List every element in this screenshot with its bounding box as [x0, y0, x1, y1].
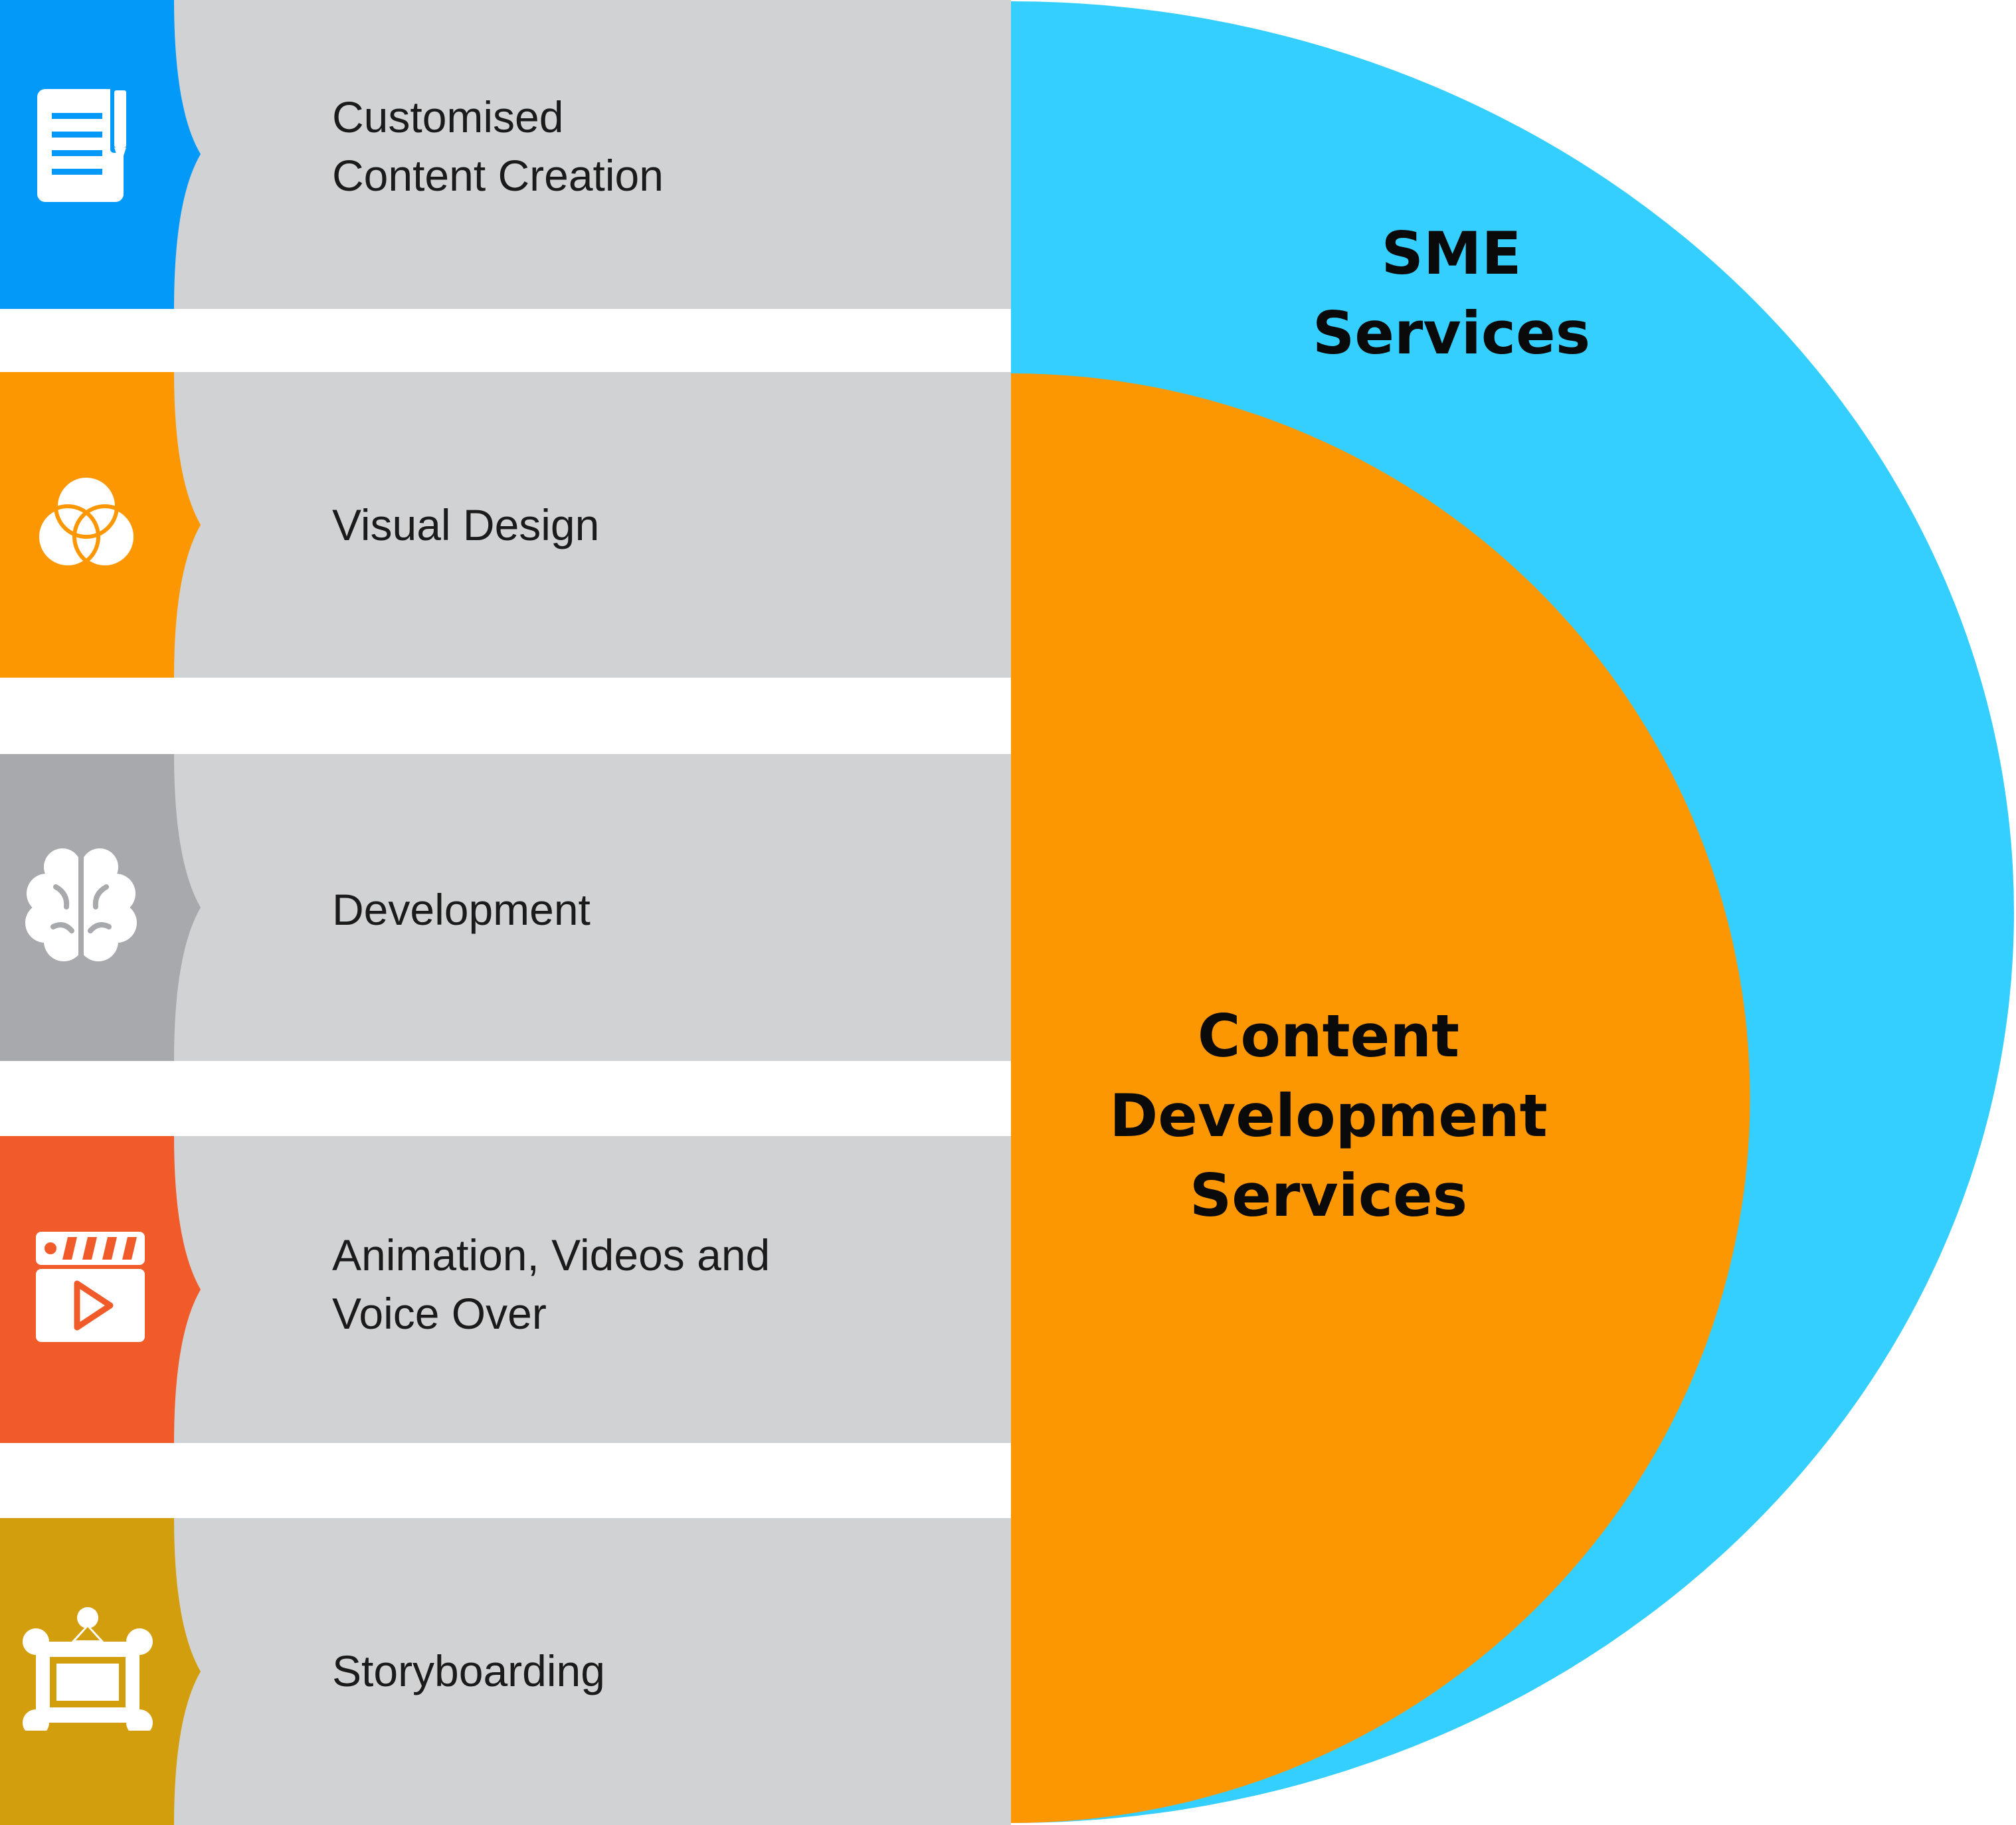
content-development-region — [1011, 373, 1750, 1823]
step-label-line1: Customised — [332, 92, 564, 142]
step-label: Development — [332, 880, 591, 939]
step-label-line1: Animation, Videos and — [332, 1230, 771, 1280]
step-row-development: Development — [0, 754, 1011, 1061]
tab-notch — [174, 1136, 201, 1443]
step-row-animation: Animation, Videos and Voice Over — [0, 1136, 1011, 1443]
tab-notch — [174, 0, 201, 309]
step-row-customised-content: Customised Content Creation — [0, 0, 1011, 309]
sme-services-title-line1: SME — [1381, 219, 1522, 288]
step-label-line1: Storyboarding — [332, 1646, 605, 1695]
sme-services-title-line2: Services — [1312, 299, 1591, 367]
content-development-title-line2: Development — [1109, 1082, 1548, 1150]
step-label-line2: Voice Over — [332, 1289, 547, 1338]
step-label-line2: Content Creation — [332, 151, 664, 200]
step-label: Customised Content Creation — [332, 88, 664, 205]
step-label: Animation, Videos and Voice Over — [332, 1226, 770, 1343]
video-clapperboard-icon — [36, 1232, 145, 1342]
overlapping-circles-icon — [35, 474, 137, 569]
content-development-title: Content Development Services — [1089, 997, 1568, 1236]
frame-board-icon — [23, 1607, 153, 1731]
content-development-title-line1: Content — [1197, 1002, 1460, 1070]
step-row-visual-design: Visual Design — [0, 372, 1011, 678]
content-development-title-line3: Services — [1189, 1161, 1468, 1230]
sme-services-title: SME Services — [1249, 214, 1654, 373]
step-label: Storyboarding — [332, 1642, 605, 1700]
document-pencil-icon — [37, 86, 130, 202]
step-label-line1: Development — [332, 885, 591, 934]
tab-notch — [174, 1518, 201, 1825]
step-label: Visual Design — [332, 496, 599, 554]
step-row-storyboarding: Storyboarding — [0, 1518, 1011, 1825]
brain-icon — [25, 848, 137, 967]
step-label-line1: Visual Design — [332, 500, 600, 549]
tab-notch — [174, 754, 201, 1061]
tab-notch — [174, 372, 201, 678]
